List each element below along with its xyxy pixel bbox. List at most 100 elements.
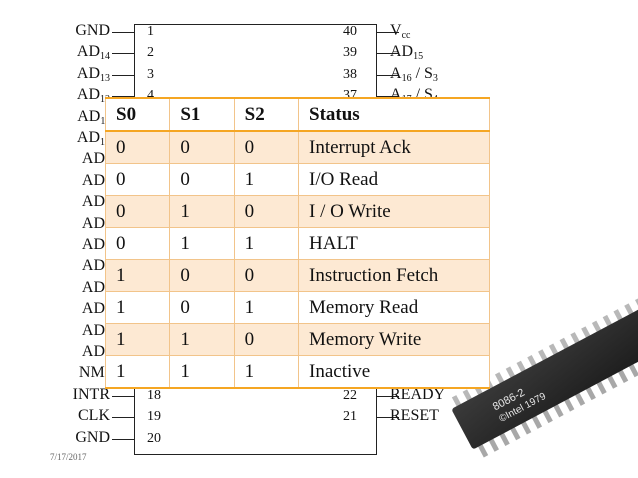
pin-lead-left xyxy=(112,438,134,440)
table-cell: 0 xyxy=(233,323,300,356)
pin-number-left: 3 xyxy=(147,66,154,82)
pin-lead-right xyxy=(377,32,399,33)
table-cell: 0 xyxy=(104,195,171,228)
pin-lead-left xyxy=(112,32,134,33)
pin-lead-left xyxy=(112,53,134,55)
table-cell: I/O Read xyxy=(298,163,490,196)
table-cell: 0 xyxy=(104,130,171,164)
chip-photo-pin xyxy=(606,374,618,389)
date-footer: 7/17/2017 xyxy=(50,452,87,462)
table-cell: 1 xyxy=(104,323,171,356)
table-cell: 1 xyxy=(233,163,300,196)
chip-photo-pin xyxy=(477,442,489,458)
chip-photo-pin xyxy=(574,391,586,406)
table-cell: I / O Write xyxy=(298,195,490,228)
table-cell: Interrupt Ack xyxy=(298,130,490,164)
table-cell: 1 xyxy=(104,355,171,389)
table-cell: 0 xyxy=(169,291,235,324)
pin-label-right: READY xyxy=(390,385,446,403)
pin-label-left: GND xyxy=(75,428,110,446)
chip-photo-pin xyxy=(487,437,499,452)
pin-label-right: Vcc xyxy=(390,22,411,41)
pin-number-right: 40 xyxy=(343,24,357,39)
table-cell: 1 xyxy=(104,291,171,324)
pin-lead-right xyxy=(377,53,399,55)
table-cell: 0 xyxy=(169,163,235,196)
pin-number-left: 2 xyxy=(147,45,154,61)
chip-photo-pin xyxy=(520,419,532,435)
pin-label-right: AD15 xyxy=(390,43,424,63)
table-cell: 1 xyxy=(233,291,300,324)
table-cell: 0 xyxy=(104,227,171,260)
pin-lead-left xyxy=(112,96,134,98)
pin-number-right: 38 xyxy=(343,66,357,82)
table-cell: Memory Write xyxy=(298,323,490,356)
table-cell: 1 xyxy=(233,355,300,389)
table-cell: 0 xyxy=(233,259,300,292)
column-header: S1 xyxy=(169,97,235,132)
column-header: S2 xyxy=(233,97,300,132)
pin-lead-right xyxy=(377,96,399,98)
pin-lead-left xyxy=(112,417,134,419)
chip-photo-pin xyxy=(595,379,607,395)
table-cell: 0 xyxy=(169,130,235,164)
pin-label-right: RESET xyxy=(390,407,439,425)
pin-lead-right xyxy=(377,74,399,76)
pin-lead-right xyxy=(377,417,399,419)
pin-lead-right xyxy=(377,395,399,397)
chip-photo-pin xyxy=(617,368,629,383)
table-cell: HALT xyxy=(298,227,490,260)
column-header: Status xyxy=(298,97,490,132)
table-cell: 0 xyxy=(169,259,235,292)
chip-photo: 8086-2 ©Intel 1979 xyxy=(451,298,638,458)
chip-photo-pin xyxy=(563,396,575,412)
table-cell: Instruction Fetch xyxy=(298,259,490,292)
chip-photo-pin xyxy=(531,414,543,429)
pin-number-left: 20 xyxy=(147,430,161,446)
pin-lead-left xyxy=(112,395,134,397)
table-cell: 0 xyxy=(104,163,171,196)
pin-label-left: NMI xyxy=(78,364,110,382)
table-cell: 1 xyxy=(233,227,300,260)
pin-number-right: 22 xyxy=(343,387,357,403)
chip-photo-pin xyxy=(552,402,564,418)
pin-label-left: AD14 xyxy=(76,43,110,63)
chip-photo-pin xyxy=(541,408,553,424)
table-cell: 1 xyxy=(169,323,235,356)
chip-photo-pin xyxy=(509,425,521,441)
table-cell: 1 xyxy=(169,195,235,228)
pin-label-right: A16 / S3 xyxy=(390,64,438,84)
pin-number-right: 39 xyxy=(343,45,357,61)
pin-number-left: 18 xyxy=(147,387,161,403)
pin-number-right: 21 xyxy=(343,409,357,425)
pin-number-left: 4 xyxy=(147,88,154,104)
pin-number-left: 1 xyxy=(147,24,154,39)
column-header: S0 xyxy=(104,97,171,132)
table-cell: 0 xyxy=(233,130,300,164)
table-cell: 1 xyxy=(169,227,235,260)
pin-number-left: 19 xyxy=(147,409,161,425)
table-cell: 1 xyxy=(104,259,171,292)
pin-label-left: AD13 xyxy=(76,64,110,84)
pin-label-left: CLK xyxy=(78,407,110,425)
pin-label-left: GND xyxy=(75,22,110,39)
chip-photo-pin xyxy=(498,431,510,447)
table-cell: 0 xyxy=(233,195,300,228)
table-cell: Inactive xyxy=(298,355,490,389)
chip-photo-pin xyxy=(628,362,638,378)
pin-label-left: INTR xyxy=(72,385,110,403)
chip-photo-pin xyxy=(584,385,596,401)
table-cell: 1 xyxy=(169,355,235,389)
table-cell: Memory Read xyxy=(298,291,490,324)
